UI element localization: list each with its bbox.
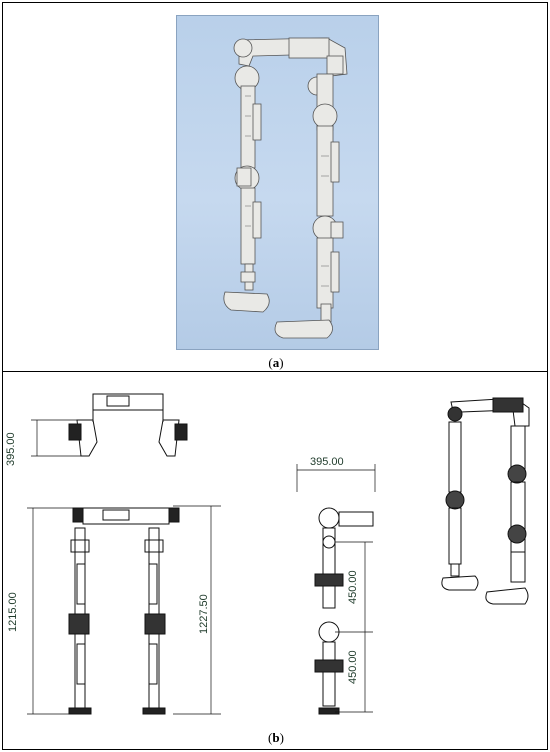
caption-b: (b) — [268, 730, 284, 745]
exoskeleton-render-drawing — [223, 37, 348, 339]
panel-a-frame: (a) — [2, 2, 548, 372]
dim-front-right-height: 1227.50 — [198, 594, 210, 634]
caption-a: (a) — [268, 355, 284, 370]
isometric-view-drawing — [441, 397, 530, 605]
dim-side-width: 395.00 — [310, 456, 344, 468]
top-view-drawing — [31, 393, 188, 457]
dim-top-view-depth: 395.00 — [5, 432, 17, 466]
dim-side-thigh: 450.00 — [347, 570, 359, 604]
dim-side-shank: 450.00 — [347, 650, 359, 684]
panel-b-frame: 395.00 — [2, 371, 548, 750]
exoskeleton-3d-render — [176, 15, 379, 350]
front-view-drawing — [27, 505, 221, 715]
side-view-drawing — [296, 464, 376, 715]
dim-front-left-height: 1215.00 — [7, 592, 19, 632]
